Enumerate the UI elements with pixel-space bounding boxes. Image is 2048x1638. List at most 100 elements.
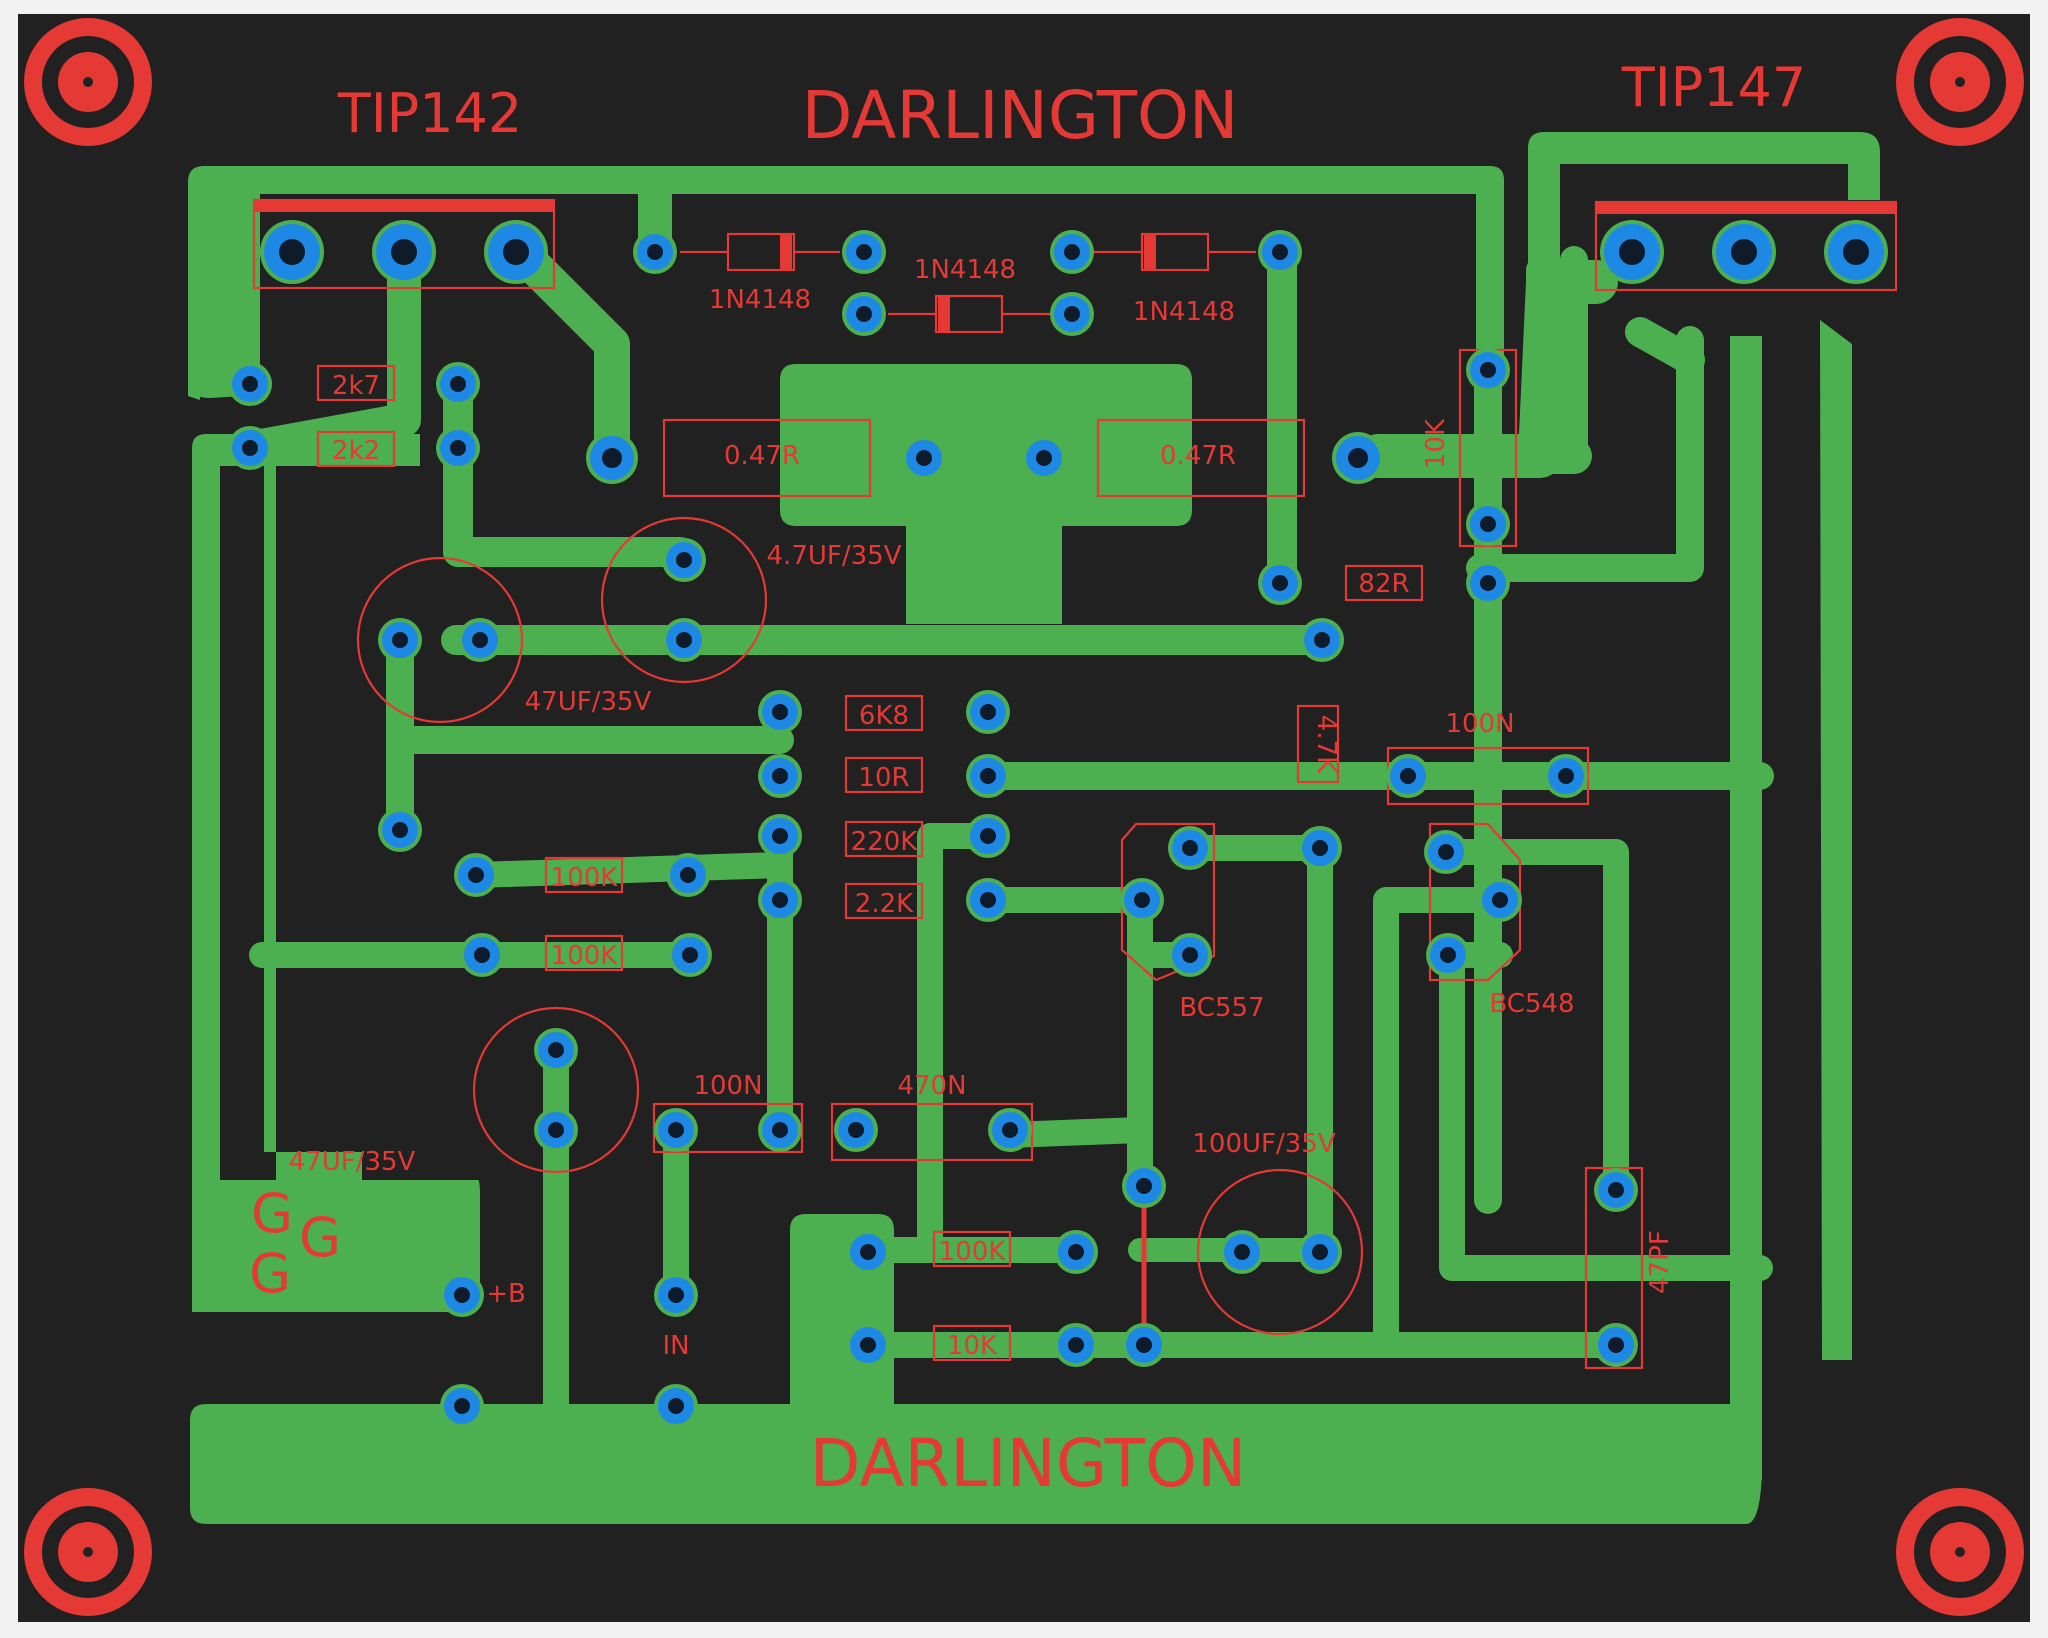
label-82r: 82R: [1358, 569, 1409, 599]
pad-30: [378, 808, 422, 852]
pad-22: [1466, 502, 1510, 546]
pad-5: [1712, 220, 1776, 284]
pad-11: [1050, 230, 1094, 274]
pad-layer: [228, 220, 1888, 1428]
pad-25: [662, 538, 706, 582]
label-100uf: 100UF/35V: [1192, 1129, 1335, 1159]
label-100k-a: 100K: [551, 863, 619, 893]
pad-17: [586, 432, 638, 484]
label-2k7: 2k7: [332, 371, 380, 401]
pad-16: [436, 426, 480, 470]
copper-layer: [188, 132, 1880, 1524]
pad-9: [842, 292, 886, 336]
mounting-hole-bottom-right: [1896, 1488, 2024, 1616]
label-47uf-b: 47UF/35V: [289, 1147, 416, 1177]
pad-66: [1594, 1168, 1638, 1212]
pad-3: [484, 220, 548, 284]
pad-4: [1600, 220, 1664, 284]
pad-49: [834, 1108, 878, 1152]
label-bc548: BC548: [1489, 989, 1574, 1019]
pad-41: [454, 853, 498, 897]
pad-44: [668, 933, 712, 977]
label-tip147: TIP147: [1621, 56, 1807, 119]
pad-56: [1426, 933, 1470, 977]
pad-1: [260, 220, 324, 284]
pad-7: [633, 230, 677, 274]
pad-52: [1120, 878, 1164, 922]
pad-58: [1122, 1164, 1166, 1208]
pad-67: [1594, 1323, 1638, 1367]
pad-20: [1332, 432, 1384, 484]
pad-47: [654, 1108, 698, 1152]
label-d3: 1N4148: [1133, 297, 1235, 327]
pad-34: [966, 754, 1010, 798]
pad-37: [758, 878, 802, 922]
label-ground-1: G: [251, 1182, 293, 1245]
pad-10: [1050, 292, 1094, 336]
pad-63: [846, 1323, 890, 1367]
pad-53: [1168, 933, 1212, 977]
pad-36: [966, 814, 1010, 858]
label-tip142: TIP142: [337, 82, 523, 145]
label-plus-b: +B: [486, 1279, 526, 1309]
pad-38: [966, 878, 1010, 922]
pad-24: [1466, 561, 1510, 605]
label-bc557: BC557: [1179, 993, 1264, 1023]
mounting-hole-top-right: [1896, 18, 2024, 146]
pad-68: [440, 1273, 484, 1317]
pad-23: [1258, 561, 1302, 605]
label-100n-right: 100N: [1445, 709, 1514, 739]
pad-54: [1424, 830, 1468, 874]
pad-70: [440, 1384, 484, 1428]
pad-2: [372, 220, 436, 284]
label-ground-3: G: [249, 1242, 291, 1305]
pad-39: [1386, 754, 1430, 798]
pad-64: [1054, 1323, 1098, 1367]
pad-26: [662, 618, 706, 662]
label-ground-2: G: [299, 1206, 341, 1269]
pad-71: [654, 1384, 698, 1428]
pad-42: [666, 853, 710, 897]
label-in: IN: [662, 1331, 689, 1361]
pad-29: [1300, 618, 1344, 662]
label-470n: 470N: [897, 1071, 966, 1101]
label-layer: DARLINGTON DARLINGTON TIP142 TIP147 1N41…: [249, 56, 1806, 1502]
pad-61: [846, 1230, 890, 1274]
pad-62: [1054, 1230, 1098, 1274]
pad-59: [1220, 1230, 1264, 1274]
label-10k: 10K: [947, 1331, 998, 1361]
pad-21: [1466, 348, 1510, 392]
pad-6: [1824, 220, 1888, 284]
label-100n-left: 100N: [693, 1071, 762, 1101]
label-2-2k: 2.2K: [855, 889, 914, 919]
pad-12: [1258, 230, 1302, 274]
pad-8: [842, 230, 886, 274]
label-47pf: 47PF: [1645, 1230, 1675, 1294]
pad-28: [458, 618, 502, 662]
label-10r: 10R: [858, 763, 909, 793]
label-220k: 220K: [851, 827, 919, 857]
pad-57: [1298, 826, 1342, 870]
label-100k-c: 100K: [939, 1237, 1007, 1267]
pad-15: [228, 426, 272, 470]
pad-33: [758, 754, 802, 798]
title-bottom: DARLINGTON: [810, 1425, 1247, 1502]
pad-48: [758, 1108, 802, 1152]
pad-60: [1298, 1230, 1342, 1274]
pad-40: [1544, 754, 1588, 798]
pad-55: [1478, 878, 1522, 922]
label-10k-vertical: 10K: [1421, 418, 1451, 469]
mounting-hole-bottom-left: [24, 1488, 152, 1616]
label-2k2: 2k2: [332, 436, 380, 466]
label-4-7k: 4.7K: [1311, 715, 1341, 774]
pad-69: [654, 1273, 698, 1317]
label-100k-b: 100K: [551, 941, 619, 971]
pad-65: [1122, 1323, 1166, 1367]
pad-27: [378, 618, 422, 662]
label-d1: 1N4148: [709, 285, 811, 315]
label-d2: 1N4148: [914, 255, 1016, 285]
pad-19: [1022, 436, 1066, 480]
mounting-hole-top-left: [24, 18, 152, 146]
title-top: DARLINGTON: [802, 77, 1239, 154]
